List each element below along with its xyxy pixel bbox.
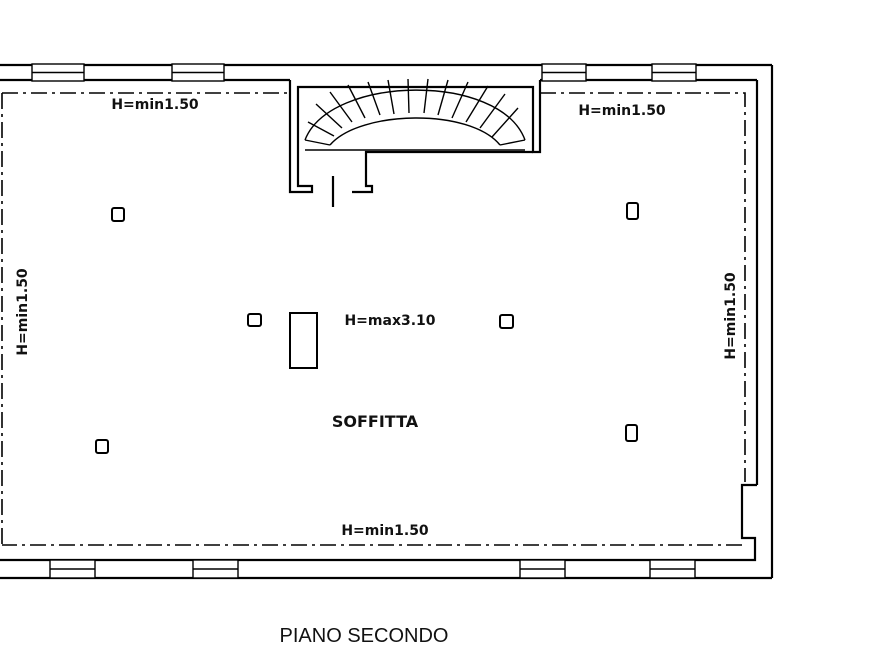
height-label-bottom: H=min1.50 <box>341 523 429 539</box>
chimney <box>289 312 318 369</box>
pillar <box>625 424 638 442</box>
window <box>31 63 85 82</box>
height-label-top-left: H=min1.50 <box>111 97 199 113</box>
pillar <box>626 202 639 220</box>
pillar <box>247 313 262 327</box>
window <box>49 559 96 579</box>
window <box>171 63 225 82</box>
window <box>519 559 566 579</box>
height-label-top-right: H=min1.50 <box>578 103 666 119</box>
pillar <box>499 314 514 329</box>
height-label-center: H=max3.10 <box>344 313 435 329</box>
drawing-title: PIANO SECONDO <box>280 625 449 647</box>
pillar <box>95 439 109 454</box>
min-height-boundary <box>1 92 746 546</box>
staircase <box>288 78 542 207</box>
pillar <box>111 207 125 222</box>
height-label-right: H=min1.50 <box>723 272 739 360</box>
window <box>651 63 697 82</box>
window <box>192 559 239 579</box>
window <box>649 559 696 579</box>
height-label-left: H=min1.50 <box>15 268 31 356</box>
room-label: SOFFITTA <box>332 412 419 431</box>
window <box>541 63 587 82</box>
